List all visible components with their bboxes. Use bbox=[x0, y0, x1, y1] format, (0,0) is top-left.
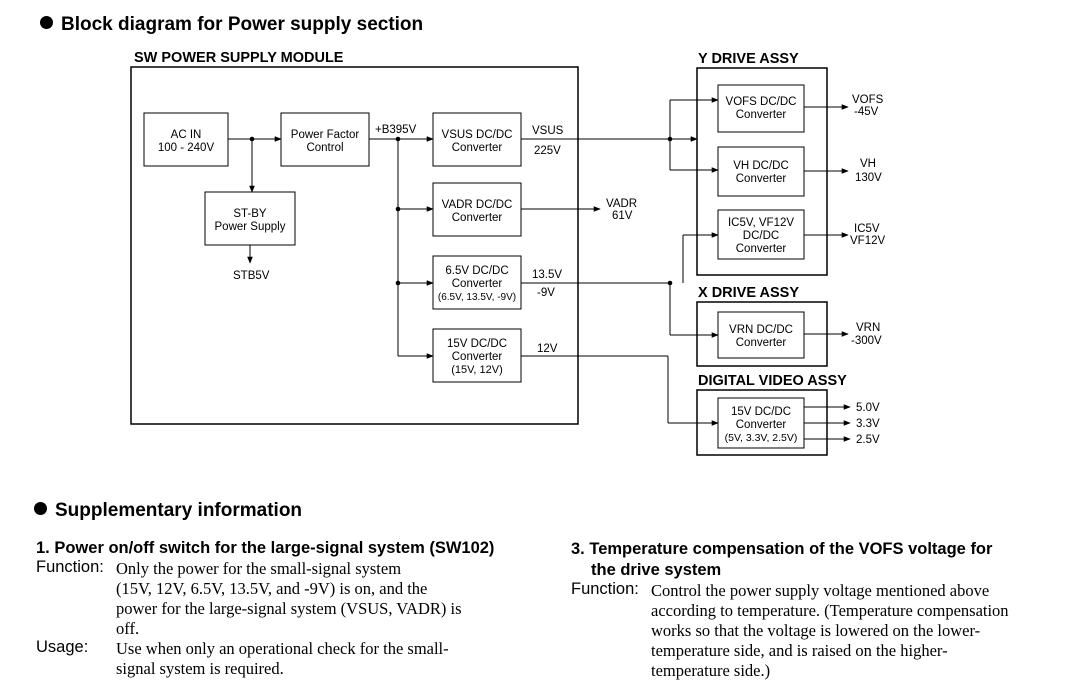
ic5v-converter-block: IC5V, VF12V DC/DC Converter bbox=[717, 209, 805, 260]
dv-15v-converter-block: 15V DC/DC Converter (5V, 3.3V, 2.5V) bbox=[717, 397, 805, 449]
svg-text:VRN DC/DC: VRN DC/DC bbox=[729, 324, 793, 336]
label-vadr: VADR bbox=[606, 198, 637, 210]
bullet-icon bbox=[34, 502, 47, 515]
label-130v: 130V bbox=[855, 172, 882, 184]
diagram-title: Block diagram for Power supply section bbox=[61, 14, 424, 35]
bullet-icon bbox=[40, 16, 53, 29]
svg-text:(15V, 12V): (15V, 12V) bbox=[451, 364, 503, 376]
power-block-diagram: SW POWER SUPPLY MODULE Y DRIVE ASSY X DR… bbox=[130, 50, 885, 456]
label-minus9v: -9V bbox=[537, 287, 555, 299]
sw-module-frame bbox=[130, 66, 579, 425]
svg-text:Converter: Converter bbox=[452, 212, 503, 224]
svg-text:Control: Control bbox=[306, 142, 343, 154]
label-vsus: VSUS bbox=[532, 125, 564, 137]
section1-function-label: Function: bbox=[36, 558, 104, 576]
svg-text:IC5V, VF12V: IC5V, VF12V bbox=[728, 217, 794, 229]
label-ic5v: IC5V bbox=[854, 223, 880, 235]
y-drive-label: Y DRIVE ASSY bbox=[698, 51, 799, 67]
svg-text:DC/DC: DC/DC bbox=[743, 230, 779, 242]
vh-converter-block: VH DC/DC Converter bbox=[717, 146, 805, 197]
section1-usage-text: Use when only an operational check for t… bbox=[116, 639, 449, 678]
digital-video-label: DIGITAL VIDEO ASSY bbox=[698, 373, 847, 389]
label-b395v: +B395V bbox=[375, 124, 417, 136]
label-3v3: 3.3V bbox=[856, 418, 880, 430]
vadr-converter-block: VADR DC/DC Converter bbox=[432, 182, 522, 237]
section1-heading: 1. Power on/off switch for the large-sig… bbox=[36, 539, 495, 557]
svg-text:Power Supply: Power Supply bbox=[215, 221, 286, 233]
svg-text:Converter: Converter bbox=[452, 278, 503, 290]
svg-text:(5V, 3.3V, 2.5V): (5V, 3.3V, 2.5V) bbox=[725, 432, 798, 444]
label-61v: 61V bbox=[612, 210, 633, 222]
supplementary-heading: Supplementary information bbox=[34, 500, 302, 522]
svg-text:Converter: Converter bbox=[736, 419, 787, 431]
svg-text:Converter: Converter bbox=[736, 337, 787, 349]
svg-text:15V DC/DC: 15V DC/DC bbox=[447, 338, 507, 350]
supplementary-title: Supplementary information bbox=[55, 500, 303, 521]
label-12v: 12V bbox=[537, 343, 558, 355]
connection-lines bbox=[228, 97, 851, 442]
section3-function-label: Function: bbox=[571, 580, 639, 598]
svg-text:15V DC/DC: 15V DC/DC bbox=[731, 406, 791, 418]
svg-text:Converter: Converter bbox=[452, 351, 503, 363]
label-minus45v: -45V bbox=[854, 106, 879, 118]
svg-text:Converter: Converter bbox=[452, 142, 503, 154]
svg-text:Converter: Converter bbox=[736, 173, 787, 185]
svg-text:VSUS DC/DC: VSUS DC/DC bbox=[442, 129, 513, 141]
sw-module-label: SW POWER SUPPLY MODULE bbox=[134, 50, 344, 66]
section3-function-text: Control the power supply voltage mention… bbox=[651, 581, 1009, 680]
label-minus300v: -300V bbox=[851, 335, 882, 347]
15v-converter-block: 15V DC/DC Converter (15V, 12V) bbox=[432, 328, 522, 383]
junction-dots bbox=[249, 136, 673, 286]
standby-block: ST-BY Power Supply bbox=[204, 191, 296, 246]
svg-text:100 - 240V: 100 - 240V bbox=[158, 142, 215, 154]
section1-usage-label: Usage: bbox=[36, 638, 89, 656]
svg-text:VOFS DC/DC: VOFS DC/DC bbox=[726, 96, 797, 108]
vsus-converter-block: VSUS DC/DC Converter bbox=[432, 112, 522, 167]
svg-text:Converter: Converter bbox=[736, 109, 787, 121]
svg-text:VADR DC/DC: VADR DC/DC bbox=[442, 199, 513, 211]
svg-text:6.5V DC/DC: 6.5V DC/DC bbox=[445, 265, 508, 277]
svg-text:Converter: Converter bbox=[736, 243, 787, 255]
vrn-converter-block: VRN DC/DC Converter bbox=[717, 311, 805, 359]
ac-in-block: AC IN 100 - 240V bbox=[143, 112, 229, 167]
svg-text:VH DC/DC: VH DC/DC bbox=[733, 160, 789, 172]
pfc-block: Power Factor Control bbox=[280, 112, 370, 167]
section1-function-text: Only the power for the small-signal syst… bbox=[116, 559, 462, 638]
label-225v: 225V bbox=[534, 145, 561, 157]
label-stb5v: STB5V bbox=[233, 270, 270, 282]
svg-text:(6.5V, 13.5V, -9V): (6.5V, 13.5V, -9V) bbox=[438, 292, 516, 303]
6v5-converter-block: 6.5V DC/DC Converter (6.5V, 13.5V, -9V) bbox=[432, 255, 522, 310]
diagram-heading: Block diagram for Power supply section bbox=[40, 14, 423, 36]
svg-text:ST-BY: ST-BY bbox=[233, 208, 267, 220]
svg-text:Power Factor: Power Factor bbox=[291, 129, 360, 141]
vofs-converter-block: VOFS DC/DC Converter bbox=[717, 84, 805, 133]
label-13v5: 13.5V bbox=[532, 269, 562, 281]
label-2v5: 2.5V bbox=[856, 434, 880, 446]
label-vf12v: VF12V bbox=[850, 235, 885, 247]
label-vrn: VRN bbox=[856, 322, 880, 334]
label-vofs: VOFS bbox=[852, 94, 884, 106]
svg-text:AC IN: AC IN bbox=[171, 129, 202, 141]
x-drive-label: X DRIVE ASSY bbox=[698, 285, 799, 301]
label-vh: VH bbox=[860, 158, 876, 170]
section3-heading: 3. Temperature compensation of the VOFS … bbox=[571, 540, 993, 579]
label-5v0: 5.0V bbox=[856, 402, 880, 414]
